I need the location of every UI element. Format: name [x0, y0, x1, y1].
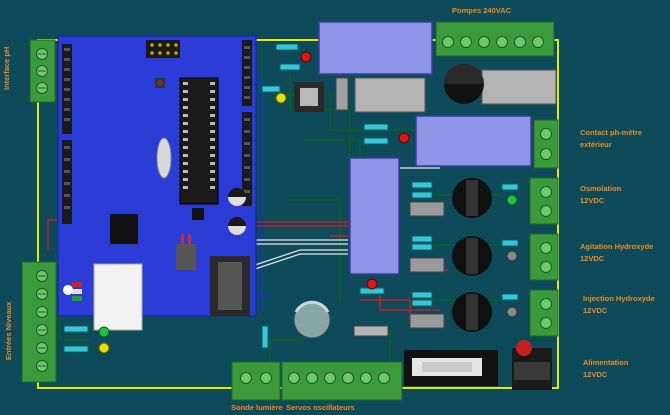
- resistors: [63, 43, 519, 353]
- electrolytic-capacitor: [293, 300, 389, 339]
- label-servos: Servos oscillateurs: [286, 403, 355, 412]
- transformer: [444, 64, 484, 104]
- terminal-interface-ph: [29, 39, 56, 103]
- label-contact-ph-1: Contact ph-mètre: [580, 128, 643, 137]
- label-alimentation-1: Alimentation: [583, 358, 629, 367]
- driver-transistors: [409, 178, 492, 332]
- label-injection-2: 12VDC: [583, 306, 608, 315]
- terminal-entrees-niveaux: [21, 261, 57, 383]
- fuse-and-power: [404, 340, 552, 390]
- label-osmolation-1: Osmolation: [580, 184, 622, 193]
- arduino-board: [57, 35, 257, 331]
- terminal-contact-ph: [533, 119, 559, 169]
- terminal-injection: [529, 289, 559, 337]
- white-traces: [254, 167, 440, 270]
- label-agitation-2: 12VDC: [580, 254, 605, 263]
- label-interface-ph: Interface pH: [2, 46, 11, 90]
- terminal-pompes: [435, 21, 555, 57]
- label-pompes: Pompes 240VAC: [452, 6, 512, 15]
- terminal-osmolation: [529, 177, 559, 225]
- relays: [318, 21, 532, 275]
- terminal-servos: [281, 361, 403, 401]
- label-osmolation-2: 12VDC: [580, 196, 605, 205]
- label-contact-ph-2: extérieur: [580, 140, 612, 149]
- grey-components: [294, 69, 557, 113]
- label-agitation-1: Agitation Hydroxyde: [580, 242, 654, 251]
- leds: [98, 51, 518, 354]
- label-sonde-lumiere: Sonde lumière: [231, 403, 283, 412]
- label-injection-1: Injection Hydroxyde: [583, 294, 655, 303]
- terminal-sonde-lumiere: [231, 361, 281, 401]
- label-entrees-niveaux: Entrées Niveaux: [4, 301, 13, 360]
- label-alimentation-2: 12VDC: [583, 370, 608, 379]
- terminal-agitation: [529, 233, 559, 281]
